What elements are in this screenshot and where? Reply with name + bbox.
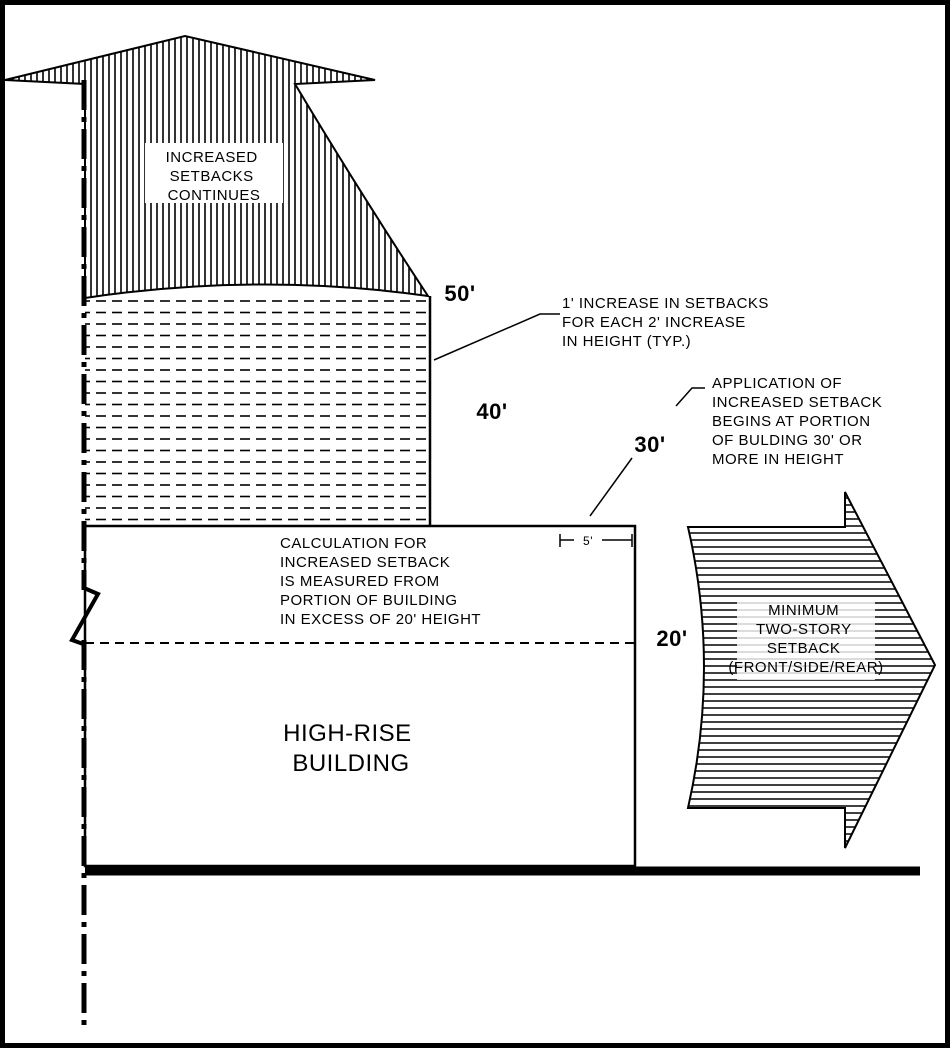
increase-note-leader	[433, 313, 560, 361]
arrow-label-backdrop	[145, 143, 283, 203]
calculation-note: CALCULATION FOR INCREASED SETBACK IS MEA…	[280, 535, 481, 628]
application-note-leader	[589, 457, 633, 517]
increased-setbacks-label: INCREASED SETBACKS CONTINUES	[166, 149, 263, 204]
upper-tower-block	[85, 298, 430, 526]
twenty-foot-label: 20'	[656, 626, 687, 651]
fifty-foot-label: 50'	[444, 281, 475, 306]
five-foot-label: 5'	[583, 534, 593, 548]
application-note: APPLICATION OF INCREASED SETBACK BEGINS …	[712, 375, 887, 468]
break-symbol	[69, 586, 101, 647]
application-note-leader-upper	[675, 387, 705, 407]
increase-note: 1' INCREASE IN SETBACKS FOR EACH 2' INCR…	[562, 295, 774, 350]
forty-foot-label: 40'	[476, 399, 507, 424]
setback-arrow-label-backdrop	[737, 600, 875, 680]
dimension-label-backdrop	[574, 532, 602, 548]
building-label: HIGH-RISE BUILDING	[283, 720, 419, 777]
thirty-foot-label: 30'	[634, 432, 665, 457]
setback-arrow-label: MINIMUM TWO-STORY SETBACK (FRONT/SIDE/RE…	[728, 602, 883, 676]
